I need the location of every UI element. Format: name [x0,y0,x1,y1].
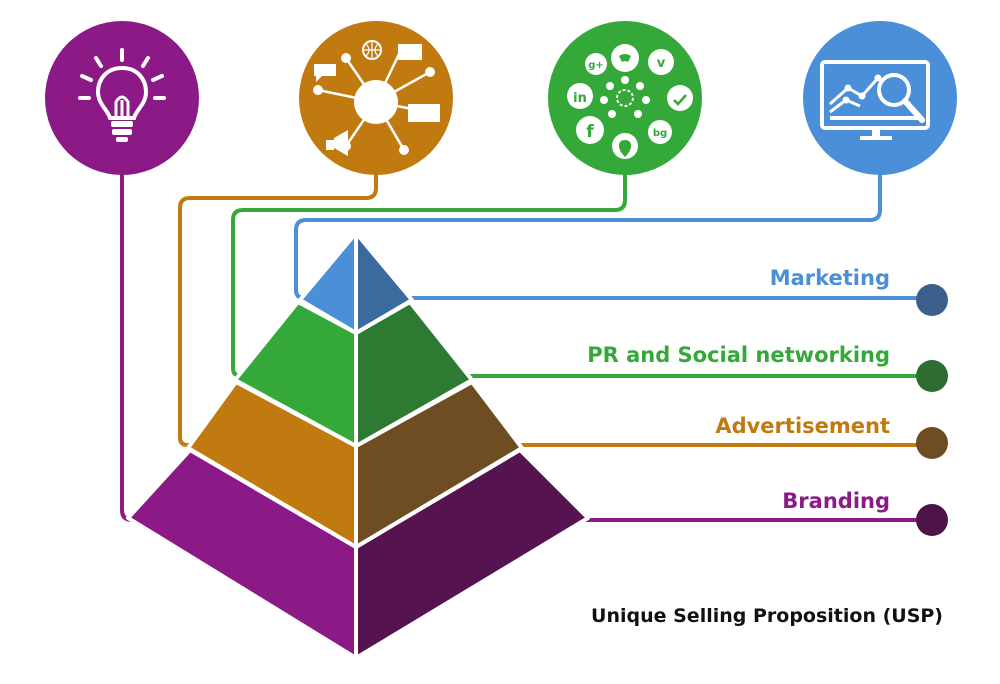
marketing-label: Marketing [769,266,890,290]
svg-text:v: v [657,56,666,71]
advertisement-connector-line [178,158,937,447]
diagram-caption: Unique Selling Proposition (USP) [591,605,943,627]
branding-label: Branding [782,489,890,513]
branding-end-dot [916,504,948,536]
lightbulb-idea-icon [45,21,199,175]
marketing-layer-right [354,231,414,335]
advertisement-label: Advertisement [715,414,890,438]
advertisement-end-dot [916,427,948,459]
social-networks-icon: in f g+ v bg [548,21,702,175]
analytics-monitor-icon [803,21,957,175]
usp-pyramid [126,231,590,660]
svg-text:in: in [573,91,587,106]
marketing-connector-line [294,158,937,300]
advertising-network-icon [299,21,453,175]
pr-social-networking-label: PR and Social networking [587,343,890,367]
pr-end-dot [916,360,948,392]
pr-connector-line [231,158,937,378]
marketing-end-dot [916,284,948,316]
svg-text:g+: g+ [588,60,604,71]
svg-text:bg: bg [653,128,667,139]
svg-text:f: f [586,122,594,142]
